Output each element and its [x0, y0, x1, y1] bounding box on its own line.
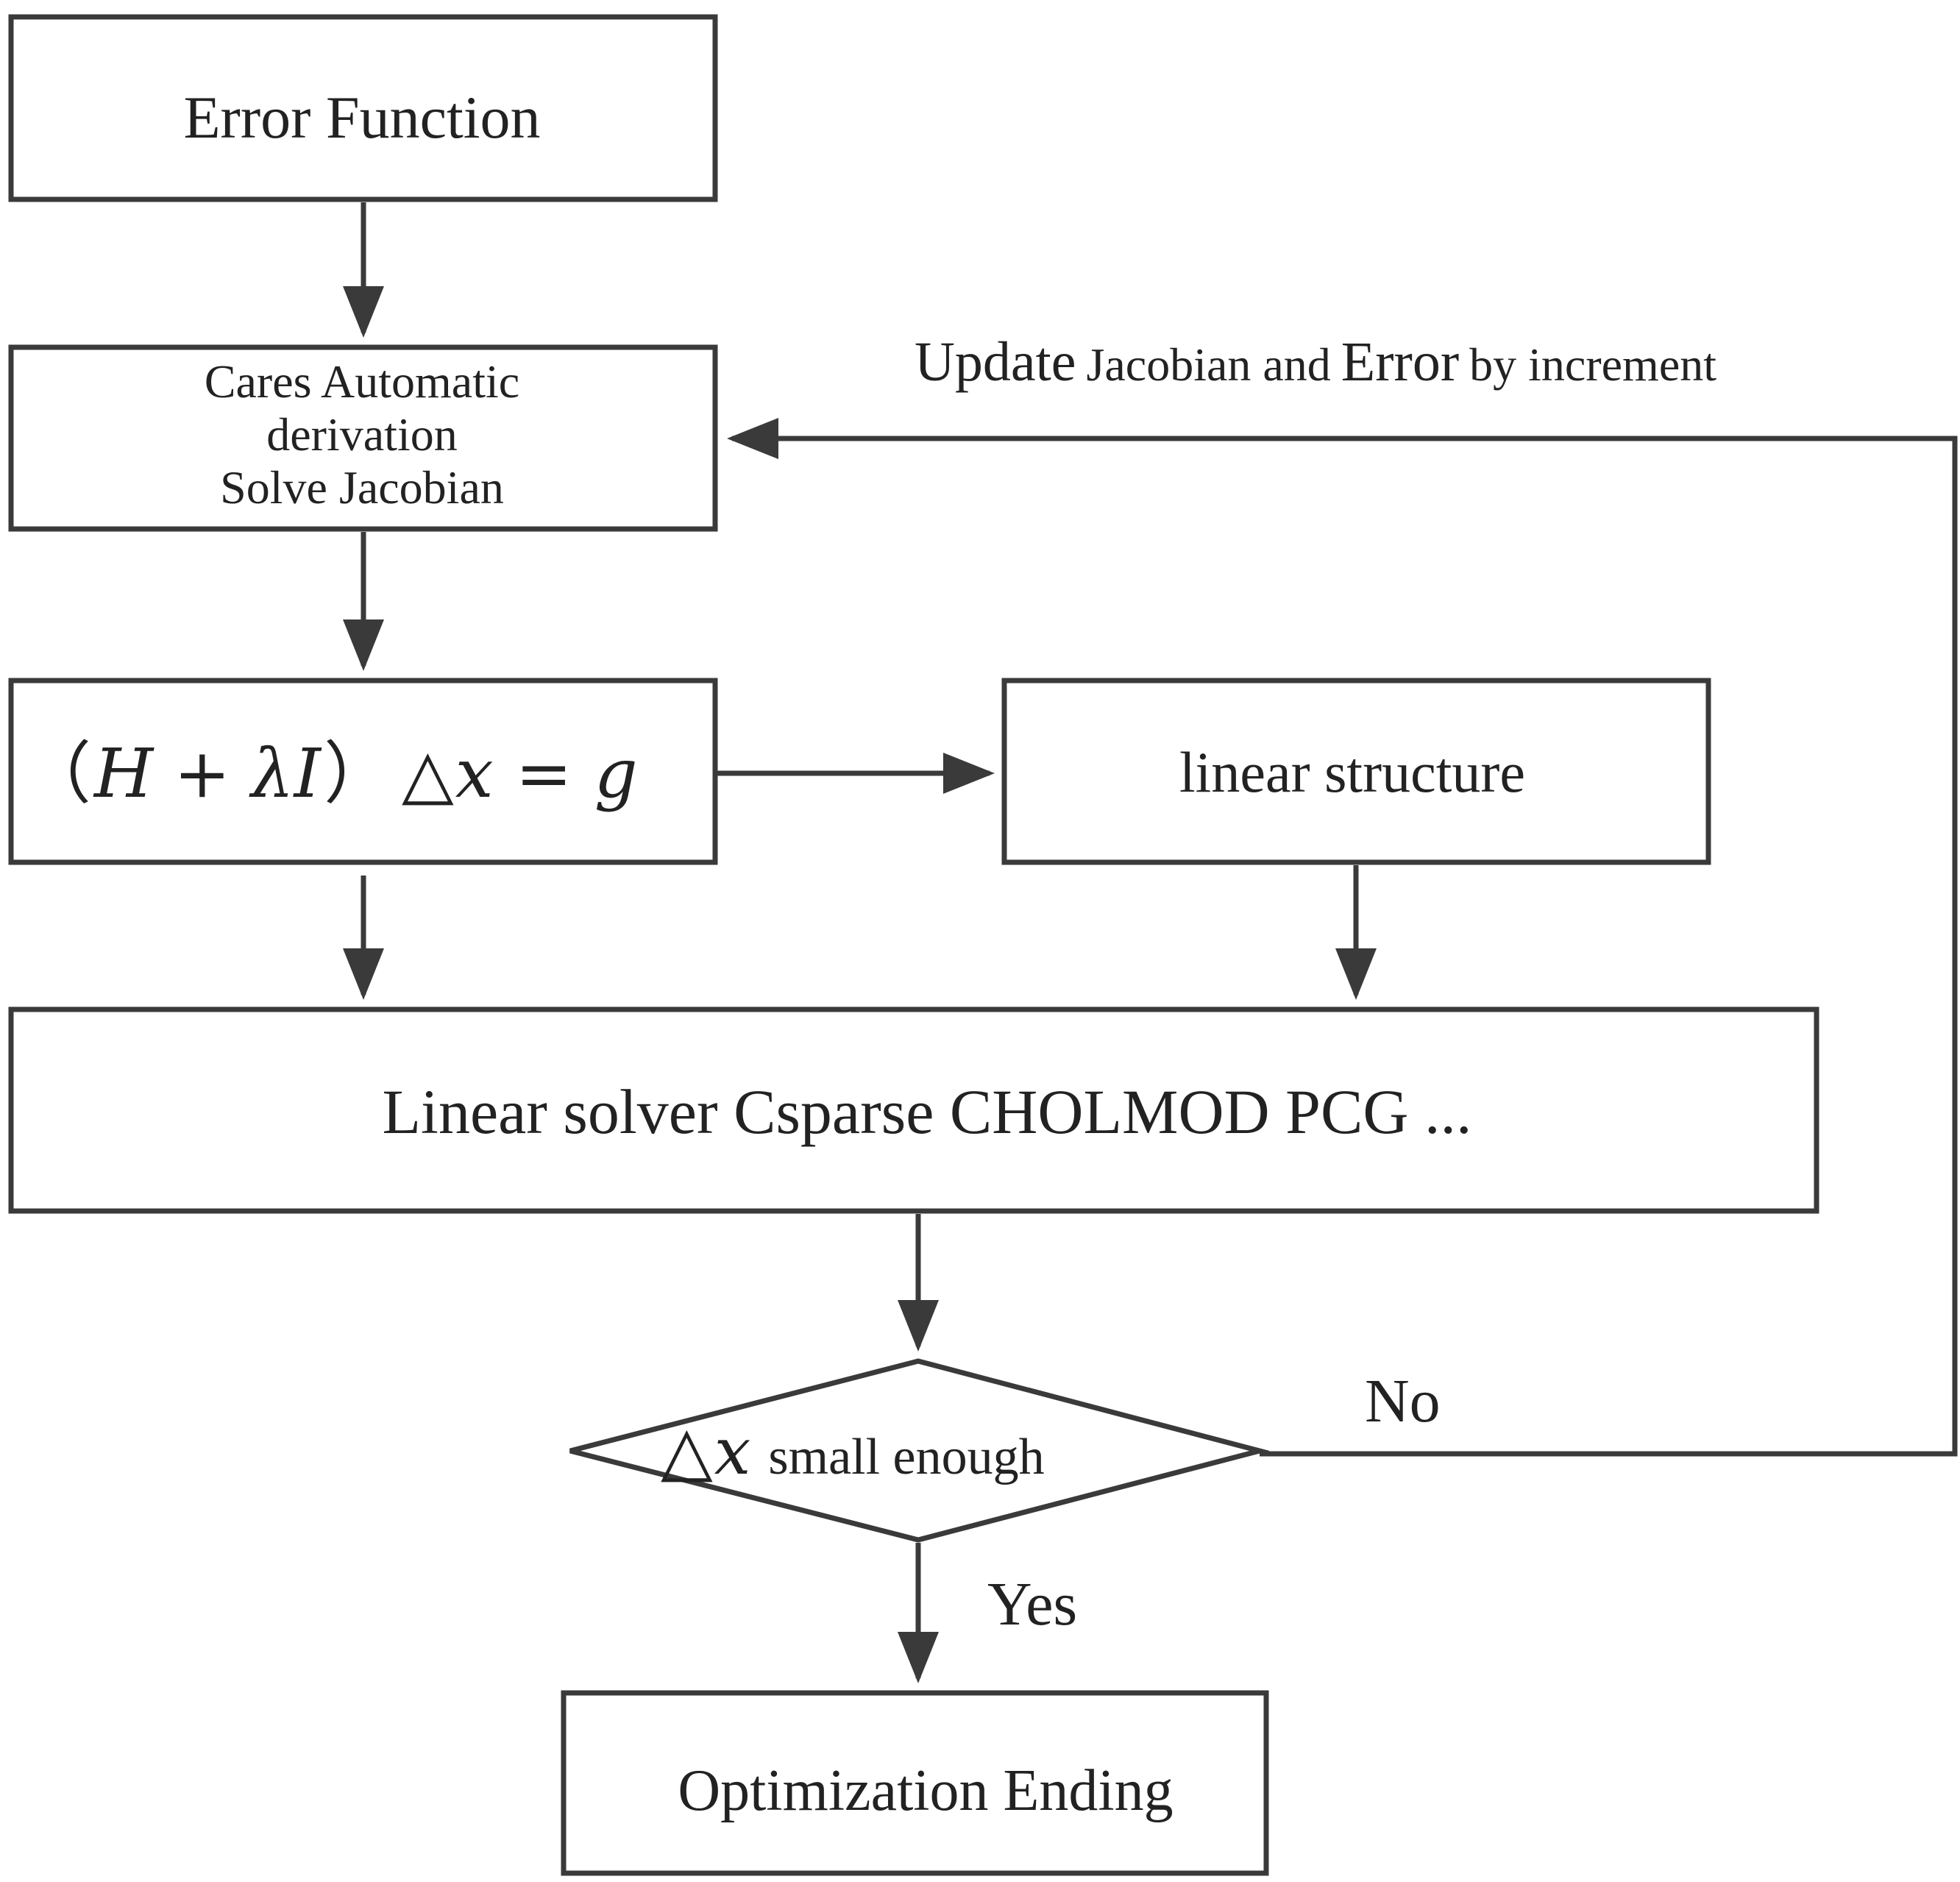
- optimization-ending-box: [561, 1690, 1269, 1876]
- linear-solver-label: Linear solver Csparse CHOLMOD PCG ...: [383, 1076, 1472, 1147]
- decision-diamond: [569, 1358, 1270, 1543]
- no-label: No: [1365, 1367, 1441, 1435]
- feedback-loop-arrow: [727, 418, 1958, 1457]
- yes-label: Yes: [987, 1570, 1077, 1638]
- optimization-ending-label: Optimization Ending: [678, 1758, 1173, 1823]
- linear-solver-box: [8, 1006, 1819, 1214]
- linear-structure-label: linear structure: [1179, 740, 1525, 804]
- cares-line-3: Solve Jacobian: [220, 461, 504, 514]
- linear-structure-box: [1001, 678, 1711, 865]
- cares-line-1: Cares Automatic: [205, 355, 519, 408]
- error-function-label: Error Function: [183, 84, 540, 151]
- error-function-box: [8, 14, 718, 202]
- cares-line-2: derivation: [266, 408, 457, 461]
- equation-label: （H+λI）△x=g: [24, 734, 638, 813]
- cares-derivation-box: [8, 344, 718, 532]
